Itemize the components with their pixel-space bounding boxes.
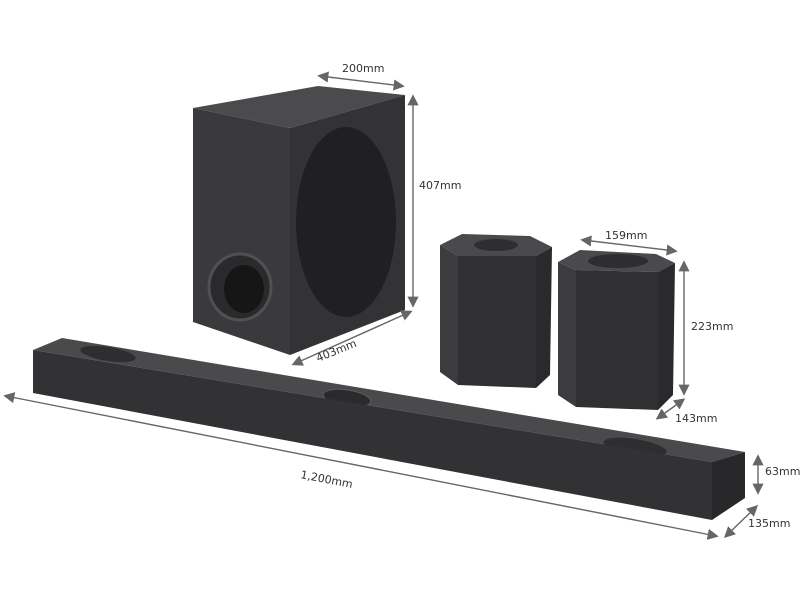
rear-speaker-depth-label: 143mm	[675, 412, 717, 425]
soundbar-width-arrow	[3, 392, 719, 540]
subwoofer-height-label: 407mm	[419, 179, 461, 192]
soundbar-width-label: 1,200mm	[299, 468, 353, 491]
soundbar-height-label: 63mm	[765, 465, 800, 478]
subwoofer-driver	[296, 127, 396, 317]
rear-speaker-right	[558, 250, 675, 410]
rear-speaker-width-label: 159mm	[605, 229, 647, 242]
soundbar-depth-arrow	[723, 505, 759, 538]
rear-speaker-left	[440, 234, 552, 388]
subwoofer-depth-arrow	[291, 310, 413, 366]
subwoofer	[193, 86, 405, 355]
subwoofer-width-label: 200mm	[342, 62, 384, 75]
soundbar-depth-label: 135mm	[748, 517, 790, 530]
rear-speaker-width-arrow	[580, 235, 678, 256]
rear-speaker-height-label: 223mm	[691, 320, 733, 333]
subwoofer-width-arrow	[317, 71, 405, 91]
